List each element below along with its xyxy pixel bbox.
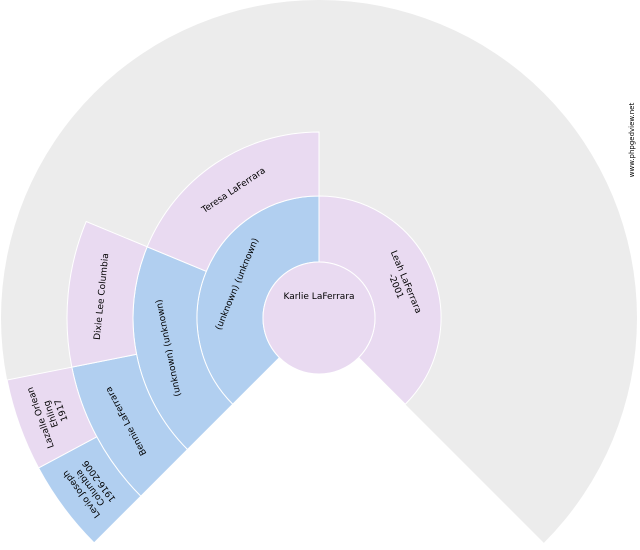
ancestor-segment[interactable]: Levio JosephColumbia1916-2006 [37, 436, 142, 544]
root-person-name: Karlie LaFerrara [283, 292, 354, 302]
ancestor-segment[interactable]: Lazalle OrleanEhling1917 [6, 366, 98, 469]
watermark: www.phpgedview.net [628, 103, 636, 178]
ancestor-segment-shape[interactable] [66, 220, 148, 368]
ancestor-segment[interactable]: (unknown) (unknown) [132, 246, 234, 451]
ancestor-segment[interactable]: (unknown) (unknown) [196, 195, 320, 405]
ancestor-segments: (unknown) (unknown)Leah LaFerrara-2001(u… [6, 131, 442, 544]
root-person-circle[interactable] [262, 261, 376, 375]
ancestor-segment-shape[interactable] [6, 366, 98, 469]
ancestor-segment[interactable]: Leah LaFerrara-2001 [318, 195, 442, 405]
ancestor-segment[interactable]: Bennie LaFerrara [71, 353, 189, 497]
ancestor-segment[interactable]: Teresa LaFerrara [146, 131, 320, 272]
ancestor-segment-shape[interactable] [146, 131, 320, 272]
ancestor-segment[interactable]: Dixie Lee Columbia [66, 220, 148, 368]
root-person[interactable]: Karlie LaFerrara [262, 261, 376, 375]
